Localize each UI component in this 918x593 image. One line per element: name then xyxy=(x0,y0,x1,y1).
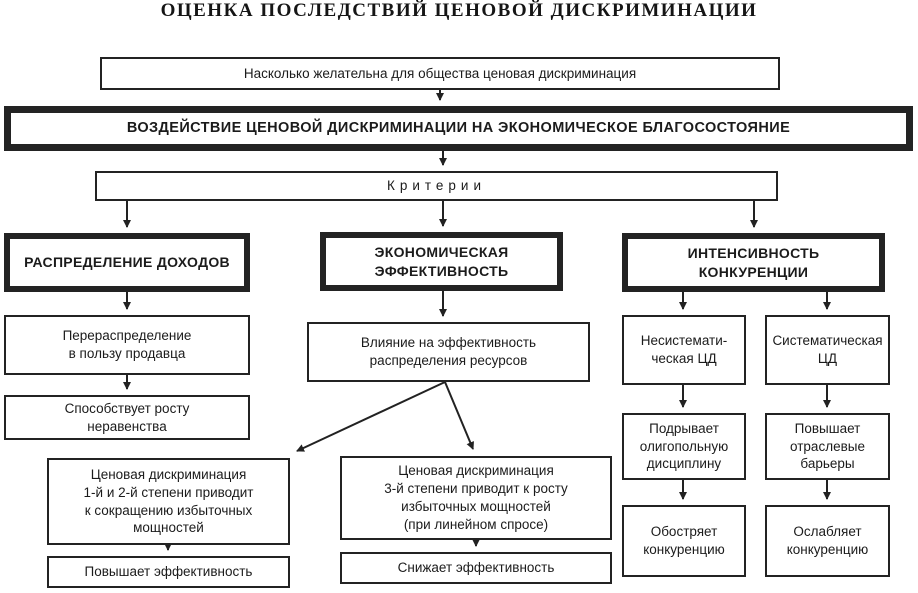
node-inequality-growth-label: Способствует росту неравенства xyxy=(64,400,190,434)
node-raises-industry-barriers: Повышает отраслевые барьеры xyxy=(765,413,890,480)
node-impact: ВОЗДЕЙСТВИЕ ЦЕНОВОЙ ДИСКРИМИНАЦИИ НА ЭКО… xyxy=(4,106,913,151)
node-redistribution-to-seller-label: Перераспределение в пользу продавца xyxy=(62,328,192,361)
node-sharpens-competition-label: Обостряет конкуренцию xyxy=(643,524,725,557)
node-nonsystematic-pd: Несистемати- ческая ЦД xyxy=(622,315,746,385)
node-lowers-efficiency: Снижает эффективность xyxy=(340,552,612,584)
node-income-distribution-header-label: РАСПРЕДЕЛЕНИЕ ДОХОДОВ xyxy=(24,254,230,271)
connector xyxy=(296,381,446,452)
node-weakens-competition-label: Ослабляет конкуренцию xyxy=(786,524,869,557)
node-economic-efficiency-header: ЭКОНОМИЧЕСКАЯ ЭФФЕКТИВНОСТЬ xyxy=(320,232,563,291)
node-redistribution-to-seller: Перераспределение в пользу продавца xyxy=(4,315,250,375)
node-question: Насколько желательна для общества ценова… xyxy=(100,57,780,90)
node-degree3-discrimination: Ценовая дискриминация 3-й степени привод… xyxy=(340,456,612,540)
node-raises-efficiency: Повышает эффективность xyxy=(47,556,290,588)
node-competition-intensity-header-label: ИНТЕНСИВНОСТЬ КОНКУРЕНЦИИ xyxy=(687,245,820,280)
node-degree12-discrimination: Ценовая дискриминация 1-й и 2-й степени … xyxy=(47,458,290,545)
connector xyxy=(444,381,474,450)
node-systematic-pd-label: Систематическая ЦД xyxy=(772,333,883,366)
node-question-label: Насколько желательна для общества ценова… xyxy=(243,65,637,81)
node-degree3-discrimination-label: Ценовая дискриминация 3-й степени привод… xyxy=(384,463,568,532)
node-criteria: Критерии xyxy=(95,171,778,201)
node-systematic-pd: Систематическая ЦД xyxy=(765,315,890,385)
node-resource-allocation-effect-label: Влияние на эффективность распределения р… xyxy=(360,335,537,368)
node-inequality-growth: Способствует росту неравенства xyxy=(4,395,250,440)
node-criteria-label: Критерии xyxy=(386,178,487,194)
node-undermines-oligopoly-discipline: Подрывает олигопольную дисциплину xyxy=(622,413,746,480)
node-competition-intensity-header: ИНТЕНСИВНОСТЬ КОНКУРЕНЦИИ xyxy=(622,233,885,292)
node-undermines-oligopoly-discipline-label: Подрывает олигопольную дисциплину xyxy=(639,420,729,472)
node-degree12-discrimination-label: Ценовая дискриминация 1-й и 2-й степени … xyxy=(83,466,254,536)
node-economic-efficiency-header-label: ЭКОНОМИЧЕСКАЯ ЭФФЕКТИВНОСТЬ xyxy=(374,244,509,279)
diagram-title: ОЦЕНКА ПОСЛЕДСТВИЙ ЦЕНОВОЙ ДИСКРИМИНАЦИИ xyxy=(160,0,758,21)
node-raises-efficiency-label: Повышает эффективность xyxy=(84,564,253,580)
node-lowers-efficiency-label: Снижает эффективность xyxy=(397,560,555,576)
node-nonsystematic-pd-label: Несистемати- ческая ЦД xyxy=(640,333,728,366)
node-impact-label: ВОЗДЕЙСТВИЕ ЦЕНОВОЙ ДИСКРИМИНАЦИИ НА ЭКО… xyxy=(126,119,791,136)
node-raises-industry-barriers-label: Повышает отраслевые барьеры xyxy=(790,420,865,472)
node-income-distribution-header: РАСПРЕДЕЛЕНИЕ ДОХОДОВ xyxy=(4,233,250,292)
node-weakens-competition: Ослабляет конкуренцию xyxy=(765,505,890,577)
node-sharpens-competition: Обостряет конкуренцию xyxy=(622,505,746,577)
node-resource-allocation-effect: Влияние на эффективность распределения р… xyxy=(307,322,590,382)
